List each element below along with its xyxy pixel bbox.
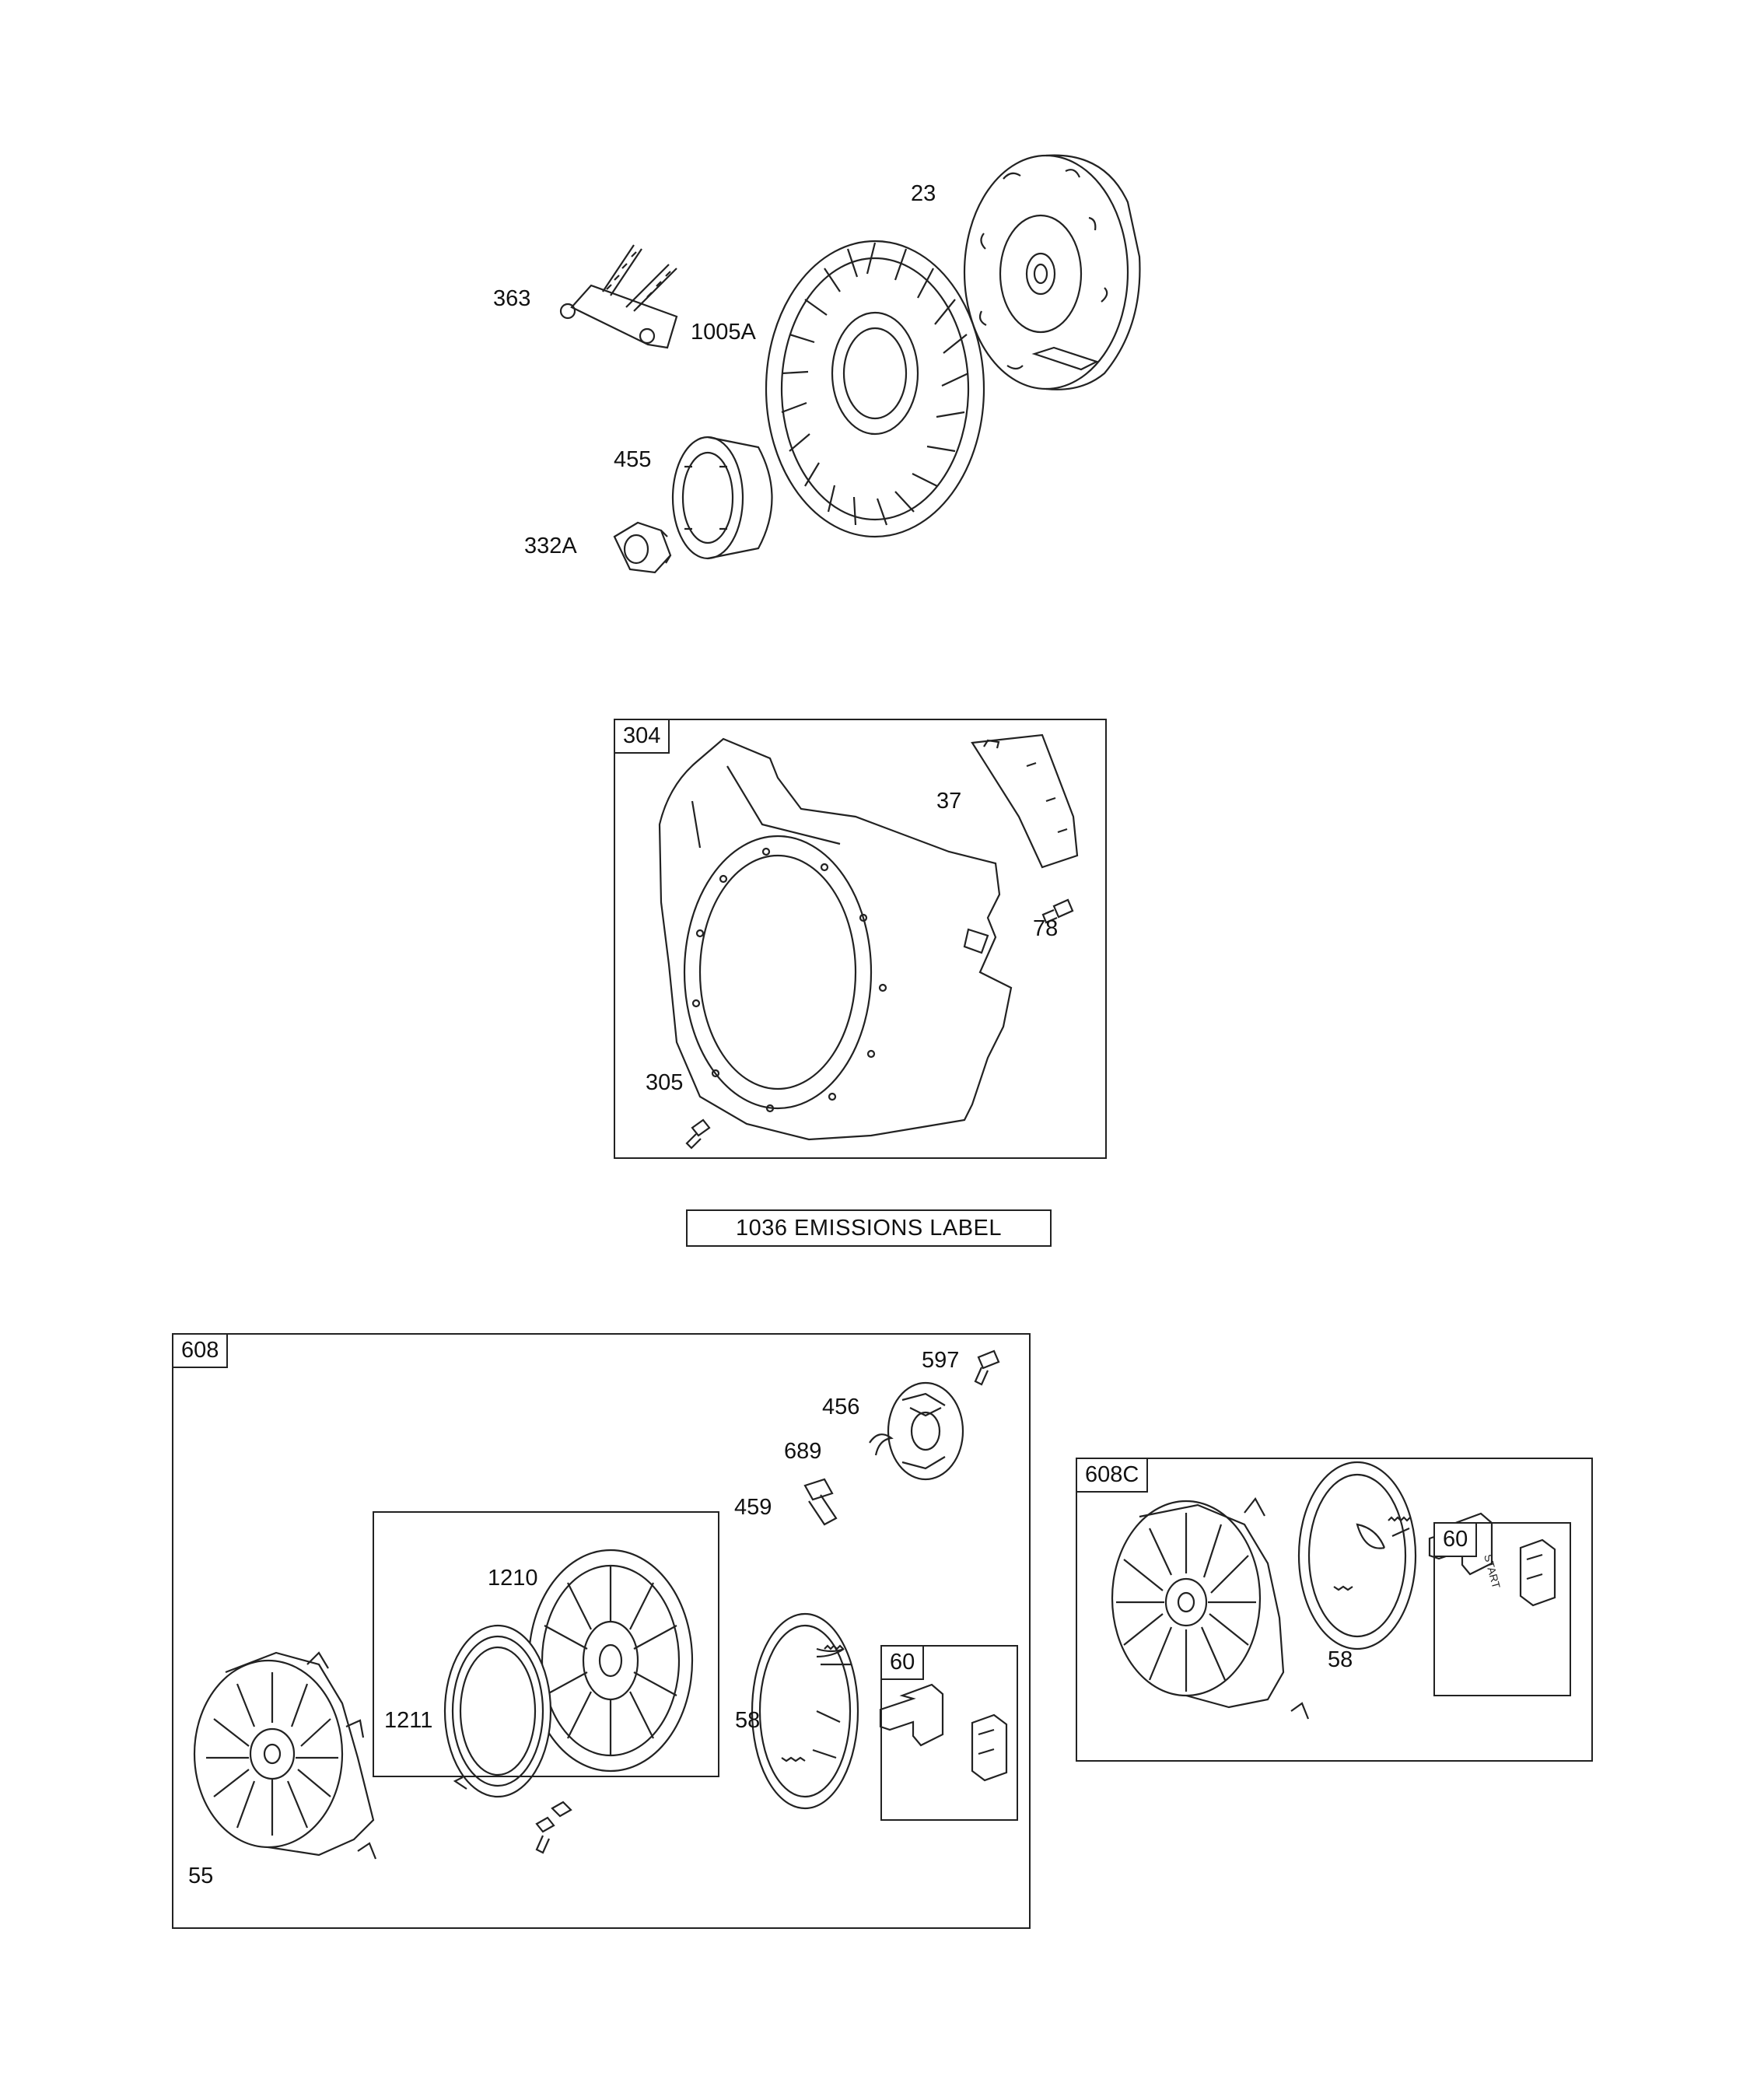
- pulley-subgroup-box: [373, 1511, 719, 1777]
- starter-group-box: 608: [172, 1333, 1031, 1929]
- part-label-23: 23: [911, 181, 936, 206]
- alt-starter-group-box: 608C: [1076, 1458, 1593, 1762]
- part-label-1210: 1210: [488, 1566, 538, 1591]
- part-label-689: 689: [784, 1439, 822, 1464]
- alt-box-label-60: 60: [1433, 1522, 1478, 1557]
- part-label-332A: 332A: [524, 534, 577, 558]
- pawl-icon: [537, 1351, 999, 1853]
- box-label-60: 60: [880, 1645, 925, 1680]
- rewind-starter-icon: [1112, 1499, 1308, 1719]
- handle-group-box: 60: [880, 1645, 1018, 1821]
- part-label-363: 363: [493, 286, 531, 311]
- part-label-1005A: 1005A: [691, 320, 756, 345]
- alt-handle-group-box: 60: [1433, 1522, 1571, 1696]
- part-label-305: 305: [646, 1070, 684, 1095]
- part-label-459: 459: [734, 1495, 772, 1520]
- screw-icon: [687, 900, 1073, 1148]
- rewind-starter-icon: [194, 1653, 376, 1859]
- starter-cup-icon: [673, 437, 772, 558]
- shield-icon: [972, 735, 1077, 867]
- bracket-icon: [561, 245, 677, 348]
- flywheel-icon: [964, 156, 1139, 390]
- emissions-label-box: 1036 EMISSIONS LABEL: [686, 1209, 1052, 1247]
- part-label-1211: 1211: [384, 1708, 433, 1733]
- spring-icon: [1299, 1462, 1416, 1649]
- part-label-456: 456: [822, 1395, 860, 1419]
- box-label-304: 304: [614, 719, 670, 754]
- part-label-58: 58: [735, 1708, 761, 1733]
- part-label-55: 55: [188, 1864, 214, 1888]
- fan-icon: [766, 241, 984, 537]
- part-label-455: 455: [614, 447, 652, 472]
- part-label-597: 597: [922, 1348, 960, 1373]
- blower-housing-icon: [660, 739, 1011, 1139]
- alt-part-label-58: 58: [1328, 1647, 1353, 1672]
- box-label-608C: 608C: [1076, 1458, 1149, 1493]
- housing-group-box: 304: [614, 719, 1107, 1159]
- part-label-78: 78: [1033, 916, 1059, 941]
- part-label-37: 37: [936, 789, 962, 814]
- spring-icon: [445, 1614, 858, 1808]
- box-label-608: 608: [172, 1333, 229, 1368]
- hex-nut-icon: [614, 523, 670, 572]
